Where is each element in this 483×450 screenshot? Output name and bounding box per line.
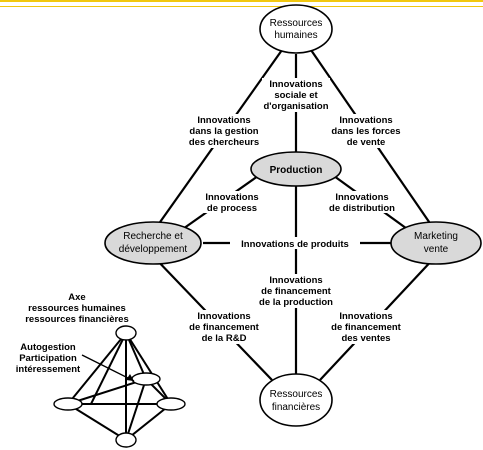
node-marketing-vente: Marketing vente [390, 221, 482, 265]
svg-text:ressources financières: ressources financières [25, 314, 129, 325]
svg-text:Innovations: Innovations [269, 275, 322, 286]
vertex-bottom [115, 432, 137, 448]
svg-text:sociale et: sociale et [274, 90, 318, 101]
svg-text:Innovations: Innovations [205, 192, 258, 203]
node-production: Production [250, 151, 342, 187]
legend-arrow [81, 354, 135, 382]
svg-text:Ressources: Ressources [270, 389, 323, 400]
svg-text:Autogestion: Autogestion [20, 342, 76, 353]
svg-text:Innovations de produits: Innovations de produits [241, 239, 349, 250]
svg-text:intéressement: intéressement [16, 364, 81, 375]
vertex-top [115, 325, 137, 341]
svg-text:humaines: humaines [274, 30, 317, 41]
header-rule [0, 0, 483, 2]
octahedron-figure [67, 332, 172, 441]
svg-text:de financement: de financement [331, 322, 402, 333]
svg-text:vente: vente [424, 244, 449, 255]
svg-text:Innovations: Innovations [197, 311, 250, 322]
svg-text:dans la gestion: dans la gestion [189, 126, 258, 137]
legend-arrow-head [126, 374, 134, 381]
svg-text:Innovations: Innovations [335, 192, 388, 203]
svg-text:Innovations: Innovations [339, 311, 392, 322]
svg-text:ressources humaines: ressources humaines [28, 303, 126, 314]
svg-text:de distribution: de distribution [329, 203, 395, 214]
svg-text:d'organisation: d'organisation [263, 101, 328, 112]
octahedron-vertices [53, 325, 186, 448]
label-innovations-forces-vente: Innovations dans les forces de vente [328, 114, 404, 148]
svg-text:financières: financières [272, 402, 320, 413]
svg-text:des chercheurs: des chercheurs [189, 137, 259, 148]
label-innovations-sociale: Innovations sociale et d'organisation [262, 78, 330, 112]
svg-text:de vente: de vente [347, 137, 386, 148]
label-innovations-process: Innovations de process [200, 191, 264, 214]
node-ressources-humaines: Ressources humaines [259, 4, 333, 54]
label-innovations-financement-production: Innovations de financement de la product… [254, 274, 338, 308]
label-innovations-distribution: Innovations de distribution [328, 191, 396, 214]
svg-text:de la production: de la production [259, 297, 333, 308]
svg-text:de la R&D: de la R&D [202, 333, 247, 344]
svg-text:Innovations: Innovations [269, 79, 322, 90]
svg-text:Marketing: Marketing [414, 231, 458, 242]
vertex-right [156, 397, 186, 411]
header-rule-thin [0, 6, 483, 7]
svg-text:Innovations: Innovations [197, 115, 250, 126]
svg-text:de process: de process [207, 203, 257, 214]
svg-text:Ressources: Ressources [270, 18, 323, 29]
label-innovations-produits: Innovations de produits [230, 237, 360, 250]
node-ressources-financieres: Ressources financières [259, 373, 333, 427]
svg-text:Participation: Participation [19, 353, 77, 364]
legend-axe: Axe ressources humaines ressources finan… [25, 292, 129, 325]
node-recherche-developpement: Recherche et développement [104, 221, 202, 265]
legend-autogestion: Autogestion Participation intéressement [16, 342, 81, 375]
label-innovations-financement-rd: Innovations de financement de la R&D [188, 310, 260, 344]
svg-text:de financement: de financement [261, 286, 332, 297]
svg-text:des ventes: des ventes [341, 333, 390, 344]
vertex-left [53, 397, 83, 411]
svg-text:développement: développement [119, 244, 188, 255]
svg-text:Recherche et: Recherche et [123, 231, 183, 242]
svg-text:dans les forces: dans les forces [331, 126, 400, 137]
svg-text:Innovations: Innovations [339, 115, 392, 126]
label-innovations-gestion-chercheurs: Innovations dans la gestion des chercheu… [186, 114, 262, 148]
svg-text:Axe: Axe [68, 292, 85, 303]
vertex-right-back [131, 372, 161, 386]
svg-text:de financement: de financement [189, 322, 260, 333]
label-innovations-financement-ventes: Innovations de financement des ventes [330, 310, 402, 344]
svg-text:Production: Production [270, 165, 323, 176]
